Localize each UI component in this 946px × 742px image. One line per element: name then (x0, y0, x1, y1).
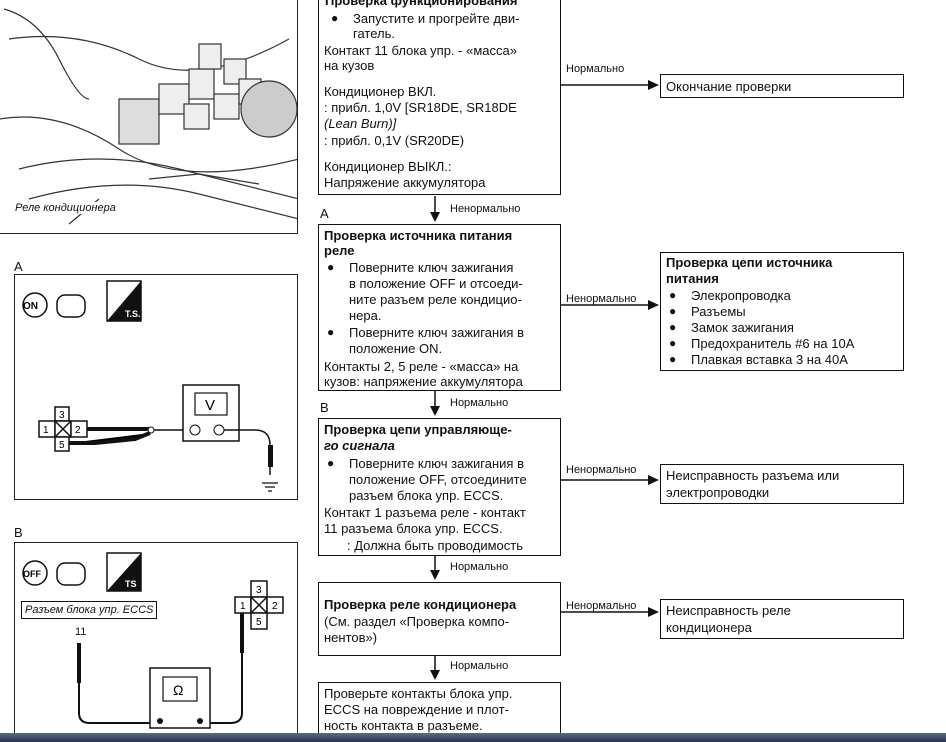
box2-line: Поверните ключ зажигания (327, 260, 514, 275)
box5-line: ность контакта в разъеме. (324, 718, 483, 733)
box3-line: Поверните ключ зажигания в (327, 456, 524, 471)
relay-power-check-box: Проверка источника питания реле Повернит… (318, 224, 561, 391)
end-check-box: Окончание проверки (660, 74, 904, 98)
box3-line: Контакт 1 разъема реле - контакт (324, 505, 526, 520)
result2-item: Элекропроводка (669, 288, 791, 303)
pin-11-label: 11 (75, 626, 87, 638)
svg-text:2: 2 (272, 601, 278, 612)
box2-title: Проверка источника питания (324, 228, 513, 243)
svg-text:1: 1 (43, 425, 49, 436)
box2-line: нера. (349, 308, 382, 323)
box1-line: (Lean Burn)] (324, 116, 397, 131)
box2-line: в положение OFF и отсоеди- (349, 276, 523, 291)
result1-text: Окончание проверки (666, 79, 792, 94)
box5-line: Проверьте контакты блока упр. (324, 686, 513, 701)
result2-item: Замок зажигания (669, 320, 794, 335)
relay-location-picture: Реле кондиционера (0, 0, 298, 234)
result2-item: Плавкая вставка 3 на 40А (669, 352, 848, 367)
voltmeter-circuit: ON T.S. 3 1 2 5 V (22, 280, 278, 492)
eccs-connector-label: Разъем блока упр. ECCS (21, 601, 158, 619)
result3-line: электропроводки (666, 485, 770, 500)
check-function-box: Проверка функционирования Запустите и пр… (318, 0, 561, 195)
box4-line: (См. раздел «Проверка компо- (324, 614, 510, 629)
box1-title: Проверка функционирования (325, 0, 518, 8)
section-b-picture: OFF TS 3 1 2 5 Ω Разъем блока упр. ECCS … (14, 542, 298, 740)
arrow4-normal-label: Нормально (450, 660, 509, 672)
box1-line: Контакт 11 блока упр. - «масса» (324, 43, 517, 58)
box3-line: 11 разъема блока упр. ECCS. (324, 521, 503, 536)
svg-text:OFF: OFF (23, 569, 41, 579)
flow-section-b: B (320, 400, 329, 415)
section-a-picture: ON T.S. 3 1 2 5 V (14, 274, 298, 500)
arrow2-abnormal-label: Ненормально (566, 293, 637, 305)
svg-text:ON: ON (23, 301, 38, 312)
flow-section-a: A (320, 206, 329, 221)
taskbar[interactable] (0, 733, 946, 742)
arrow3-abnormal-label: Ненормально (566, 464, 637, 476)
arrow1-abnormal-label: Ненормально (450, 203, 521, 215)
arrow4-abnormal-label: Ненормально (566, 600, 637, 612)
section-a-label: A (14, 259, 23, 274)
svg-text:2: 2 (75, 425, 81, 436)
svg-text:1: 1 (240, 601, 246, 612)
ac-relay-check-box: Проверка реле кондиционера (См. раздел «… (318, 582, 561, 656)
connector-wiring-fault-box: Неисправность разъема или электропроводк… (660, 464, 904, 504)
result2-item: Разъемы (669, 304, 745, 319)
result2-title2: питания (666, 271, 719, 286)
relay-fault-box: Неисправность реле кондиционера (660, 599, 904, 639)
arrow2-normal-label: Нормально (450, 397, 509, 409)
relay-callout-label: Реле кондиционера (15, 202, 116, 214)
power-circuit-check-box: Проверка цепи источника питания Элекропр… (660, 252, 904, 371)
box1-line: Напряжение аккумулятора (324, 175, 486, 190)
box2-line: Контакты 2, 5 реле - «масса» на (324, 359, 519, 374)
box4-line: нентов») (324, 630, 378, 645)
box1-line: Запустите и прогрейте дви- (331, 11, 519, 26)
box1-line: Кондиционер ВЫКЛ.: (324, 159, 452, 174)
eccs-contacts-check-box: Проверьте контакты блока упр. ECCS на по… (318, 682, 561, 738)
engine-bay-drawing (0, 8, 297, 225)
box1-line: Кондиционер ВКЛ. (324, 84, 437, 99)
svg-text:5: 5 (256, 617, 262, 628)
box2-title2: реле (324, 243, 355, 258)
box5-line: ECCS на повреждение и плот- (324, 702, 509, 717)
box1-line: : прибл. 1,0V [SR18DE, SR18DE (324, 100, 517, 115)
ohmmeter-circuit: OFF TS 3 1 2 5 Ω (22, 552, 284, 729)
result4-line: Неисправность реле (666, 603, 791, 618)
result2-item: Предохранитель #6 на 10А (669, 336, 854, 351)
result2-title: Проверка цепи источника (666, 255, 833, 270)
voltmeter-symbol: V (205, 397, 215, 414)
box4-title: Проверка реле кондиционера (324, 597, 517, 612)
svg-text:3: 3 (256, 585, 262, 596)
box3-line: положение OFF, отсоедините (349, 472, 527, 487)
box3-line: разъем блока упр. ECCS. (349, 488, 504, 503)
box1-line: : прибл. 0,1V (SR20DE) (324, 133, 465, 148)
arrow1-normal-label: Нормально (566, 63, 625, 75)
box2-line: положение ON. (349, 341, 443, 356)
result4-line: кондиционера (666, 620, 752, 635)
svg-text:5: 5 (59, 440, 65, 451)
box3-title: Проверка цепи управляюще- (324, 422, 512, 437)
section-b-label: B (14, 525, 23, 540)
box1-line: гатель. (353, 26, 395, 41)
control-signal-check-box: Проверка цепи управляюще- го сигнала Пов… (318, 418, 561, 556)
box3-title2: го сигнала (324, 438, 395, 453)
box1-line: на кузов (324, 58, 375, 73)
result3-line: Неисправность разъема или (666, 468, 840, 483)
svg-text:3: 3 (59, 410, 65, 421)
ohmmeter-symbol: Ω (173, 682, 183, 698)
box2-line: кузов: напряжение аккумулятора (324, 374, 523, 389)
svg-text:T.S.: T.S. (125, 309, 141, 319)
arrow3-normal-label: Нормально (450, 561, 509, 573)
box2-line: Поверните ключ зажигания в (327, 325, 524, 340)
box2-line: ните разъем реле кондицио- (349, 292, 522, 307)
box3-line: : Должна быть проводимость (347, 538, 523, 553)
svg-text:TS: TS (125, 579, 137, 589)
